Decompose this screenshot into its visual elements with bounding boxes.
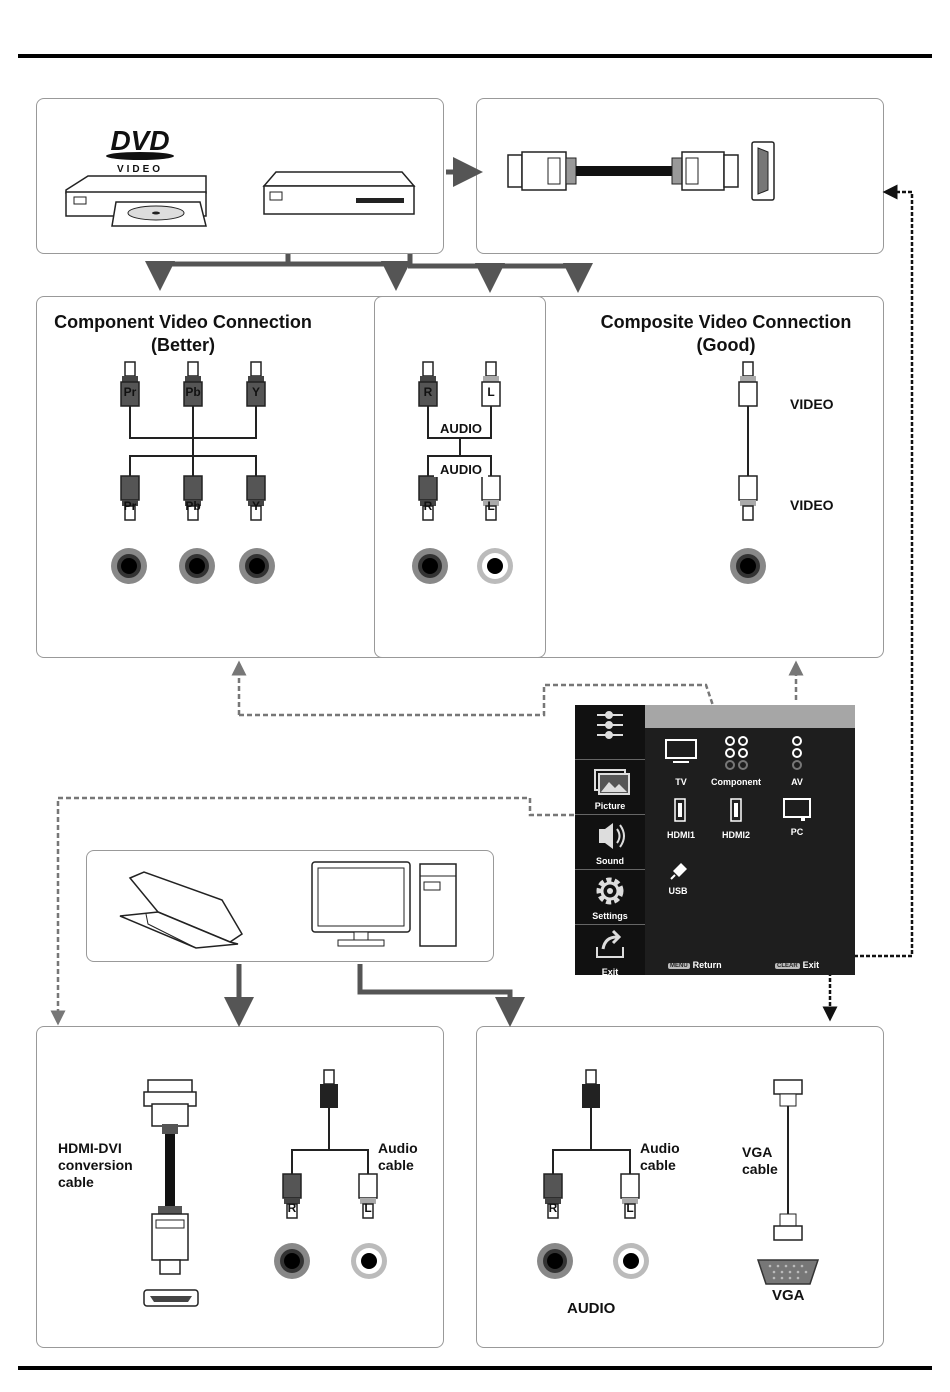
svg-text:DVD: DVD — [110, 125, 169, 156]
plug-label-l: L — [487, 385, 494, 399]
svg-text:VIDEO: VIDEO — [117, 164, 163, 175]
composite-title: Composite Video Connection (Good) — [586, 311, 866, 357]
arrows-to-analog — [160, 254, 578, 278]
vga-cable-line1: VGA — [742, 1144, 778, 1161]
audio-cable-right-line1: Audio — [640, 1140, 680, 1157]
plug-label-pb-2: Pb — [185, 499, 200, 513]
component-jacks — [111, 548, 275, 584]
footer-return-label: Return — [693, 960, 722, 970]
source-label-av[interactable]: AV — [767, 777, 827, 787]
hdmi-dvi-label: HDMI-DVI conversion cable — [58, 1140, 133, 1191]
plug-label-r-2: R — [424, 499, 433, 513]
pc-source-icon — [784, 799, 810, 821]
source-label-pc[interactable]: PC — [767, 827, 827, 837]
source-label-hdmi1[interactable]: HDMI1 — [651, 830, 711, 840]
plug-label-pr: Pr — [124, 385, 137, 399]
desktop-pc-icon — [312, 862, 456, 946]
hdmi-cable-icon — [508, 152, 738, 190]
vga-caption: VGA — [772, 1287, 805, 1304]
audio-label-bottom: AUDIO — [440, 462, 482, 477]
component-title-line2: (Better) — [40, 334, 326, 357]
menu-key: MENU — [668, 963, 690, 969]
pc-left-audio-cable — [274, 1070, 387, 1279]
audio-cable-left-line1: Audio — [378, 1140, 418, 1157]
composite-cable — [730, 362, 766, 584]
pc-right-plug-r: R — [549, 1201, 558, 1215]
av-source-icon — [793, 737, 801, 769]
source-label-tv[interactable]: TV — [651, 777, 711, 787]
vga-cable-label: VGA cable — [742, 1144, 778, 1178]
vga-port-icon — [758, 1260, 818, 1284]
source-label-hdmi2[interactable]: HDMI2 — [706, 830, 766, 840]
component-source-icon — [726, 737, 747, 769]
component-title-line1: Component Video Connection — [40, 311, 326, 334]
tv-input-menu: Picture Sound Settings Exit — [575, 705, 855, 975]
vga-cable-icon — [774, 1080, 802, 1240]
plug-label-pb: Pb — [185, 385, 200, 399]
plug-label-y-2: Y — [252, 499, 260, 513]
hdmi-dvi-label-line1: HDMI-DVI — [58, 1140, 133, 1157]
dvd-player-icon — [66, 176, 206, 226]
set-top-box-icon — [264, 172, 414, 214]
laptop-icon — [120, 872, 242, 948]
hdmi2-source-icon — [731, 799, 741, 821]
plug-label-y: Y — [252, 385, 260, 399]
menu-source-icons — [575, 705, 855, 975]
audio-caption: AUDIO — [567, 1300, 615, 1317]
composite-video-bottom-label: VIDEO — [790, 497, 834, 514]
dvd-logo: DVD VIDEO — [106, 125, 174, 175]
composite-title-line2: (Good) — [586, 334, 866, 357]
footer-exit-label: Exit — [803, 960, 820, 970]
hdmi-dvi-label-line2: conversion — [58, 1157, 133, 1174]
hdmi1-source-icon — [675, 799, 685, 821]
plug-label-r: R — [424, 385, 433, 399]
hdmi-dvi-label-line3: cable — [58, 1174, 133, 1191]
audio-label-top: AUDIO — [440, 421, 482, 436]
pc-left-plug-r: R — [288, 1201, 297, 1215]
audio-cable-right-label: Audio cable — [640, 1140, 680, 1174]
plug-label-l-2: L — [487, 499, 494, 513]
arrows-to-pc-inputs — [239, 964, 510, 1012]
composite-video-top-label: VIDEO — [790, 396, 834, 413]
pc-right-plug-l: L — [626, 1201, 633, 1215]
source-label-component[interactable]: Component — [706, 777, 766, 787]
audio-cable-left-line2: cable — [378, 1157, 418, 1174]
vga-cable-line2: cable — [742, 1161, 778, 1178]
usb-source-icon — [671, 863, 687, 879]
audio-cable-right-line2: cable — [640, 1157, 680, 1174]
audio-cable-left-label: Audio cable — [378, 1140, 418, 1174]
component-title: Component Video Connection (Better) — [40, 311, 326, 357]
tv-source-icon — [666, 740, 696, 762]
hdmi-port-icon — [752, 142, 774, 200]
composite-title-line1: Composite Video Connection — [586, 311, 866, 334]
clear-key: CLEAR — [775, 963, 800, 969]
plug-label-pr-2: Pr — [124, 499, 137, 513]
pc-right-audio-cable — [537, 1070, 649, 1279]
source-label-usb[interactable]: USB — [648, 886, 708, 896]
hdmi-dvi-cable-icon — [144, 1080, 198, 1306]
pc-left-plug-l: L — [364, 1201, 371, 1215]
